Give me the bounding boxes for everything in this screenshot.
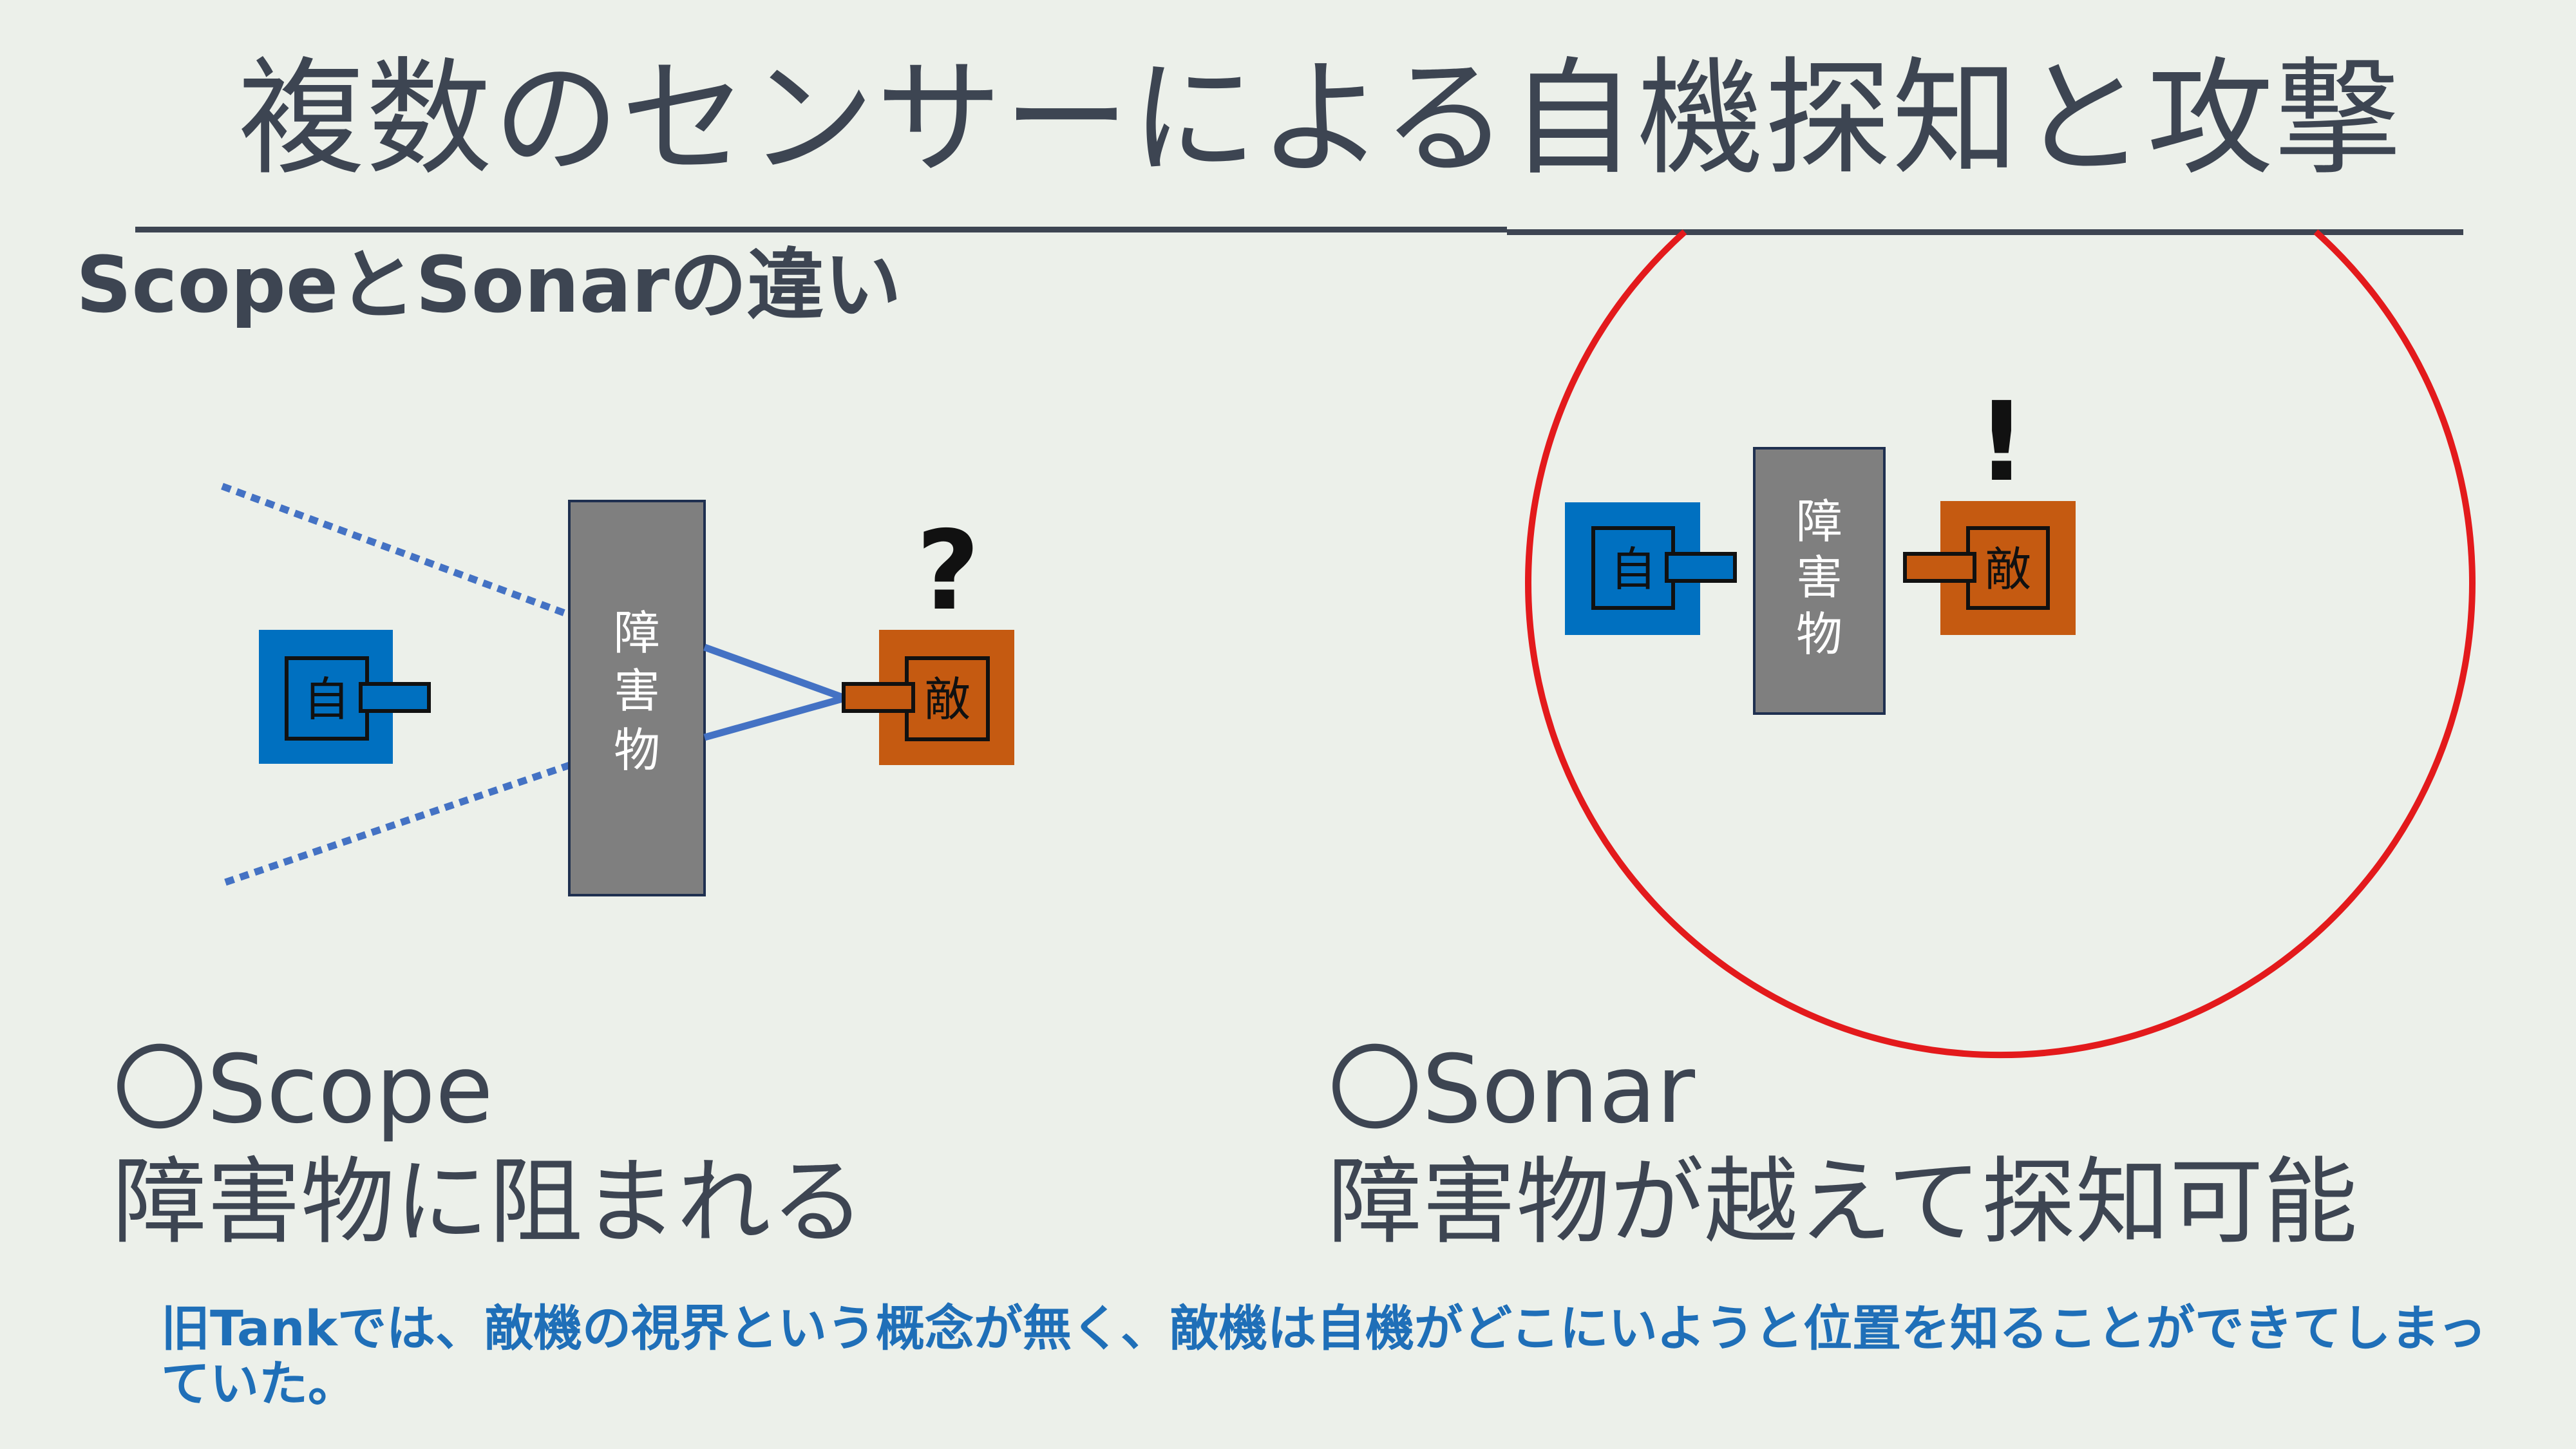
enemy-sight-line-upper — [703, 643, 846, 702]
slide-subtitle: ScopeとSonarの違い — [76, 241, 902, 330]
enemy-tank-barrel — [842, 682, 915, 713]
obstacle — [1753, 447, 1886, 715]
enemy-tank-label: 敵 — [1985, 542, 2031, 596]
scope-view-line-lower — [224, 761, 571, 886]
sonar-diagram: 自 障 害 物 敵 ! — [1525, 229, 2476, 1059]
scope-view-line-upper — [221, 482, 571, 619]
enemy-sight-line-lower — [703, 694, 846, 741]
footnote: 旧Tankでは、敵機の視界という概念が無く、敵機は自機がどこにいようと位置を知る… — [161, 1300, 2487, 1412]
obstacle-char-2: 害 — [614, 664, 660, 718]
self-tank-label: 自 — [1610, 542, 1656, 596]
question-mark: ? — [916, 507, 980, 635]
obstacle-char-2: 害 — [1796, 551, 1842, 605]
sonar-caption-heading: 〇Sonar — [1328, 1035, 1696, 1144]
obstacle-char-3: 物 — [614, 723, 660, 777]
self-tank-barrel — [359, 682, 431, 713]
sonar-caption: 〇Sonar 障害物が越えて探知可能 — [1328, 1034, 2358, 1259]
title-divider-left — [135, 227, 1507, 232]
title-divider-right — [1507, 229, 2463, 235]
obstacle-char-3: 物 — [1796, 607, 1842, 661]
obstacle-char-1: 障 — [614, 606, 660, 660]
scope-diagram: 自 障 害 物 敵 ? — [221, 482, 1014, 896]
enemy-tank-barrel — [1903, 552, 1976, 583]
exclamation-mark: ! — [1976, 379, 2027, 506]
scope-caption-heading: 〇Scope — [113, 1035, 493, 1144]
slide-title: 複数のセンサーによる自機探知と攻撃 — [238, 46, 2403, 193]
obstacle — [568, 500, 706, 896]
scope-caption-description: 障害物に阻まれる — [113, 1148, 865, 1258]
sonar-range-circle — [1525, 229, 2476, 1059]
sonar-caption-description: 障害物が越えて探知可能 — [1328, 1148, 2358, 1258]
scope-caption: 〇Scope 障害物に阻まれる — [113, 1034, 865, 1259]
obstacle-char-1: 障 — [1796, 495, 1842, 549]
self-tank-barrel — [1665, 552, 1737, 583]
enemy-tank-label: 敵 — [924, 672, 971, 726]
self-tank-label: 自 — [303, 672, 350, 726]
